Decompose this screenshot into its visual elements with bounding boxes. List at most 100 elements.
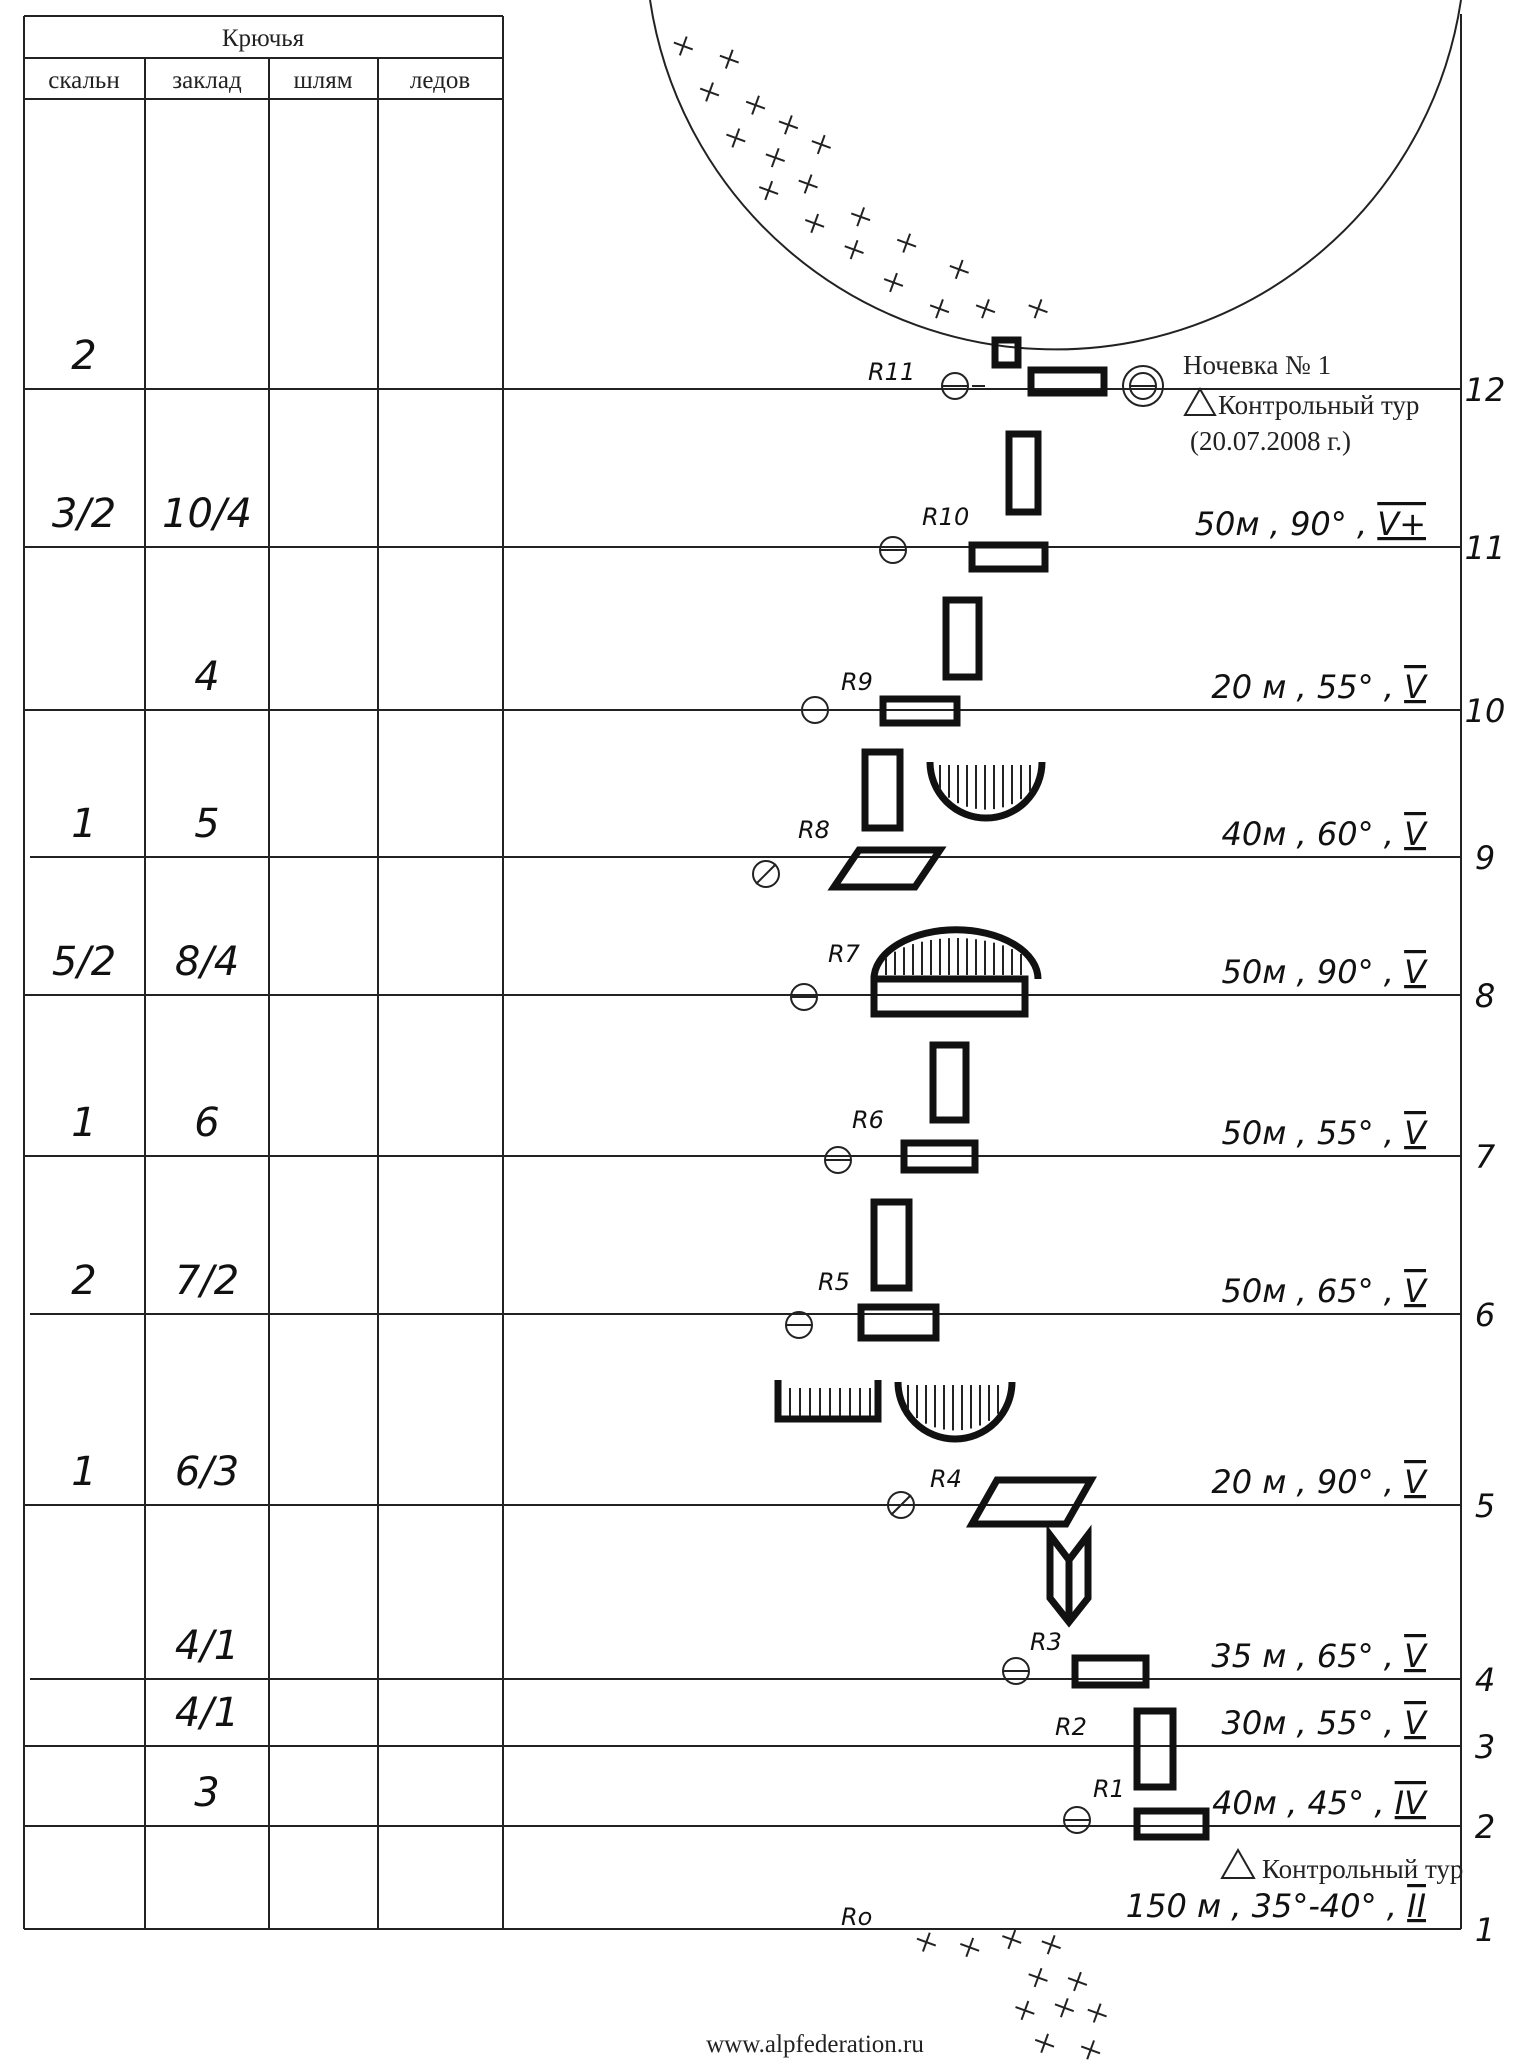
chock-count: 8/4	[175, 939, 239, 985]
chock-count: 10/4	[162, 491, 252, 537]
chock-count: 4/1	[175, 1690, 239, 1736]
rock-wall-symbol	[968, 541, 1049, 573]
chock-count: 4/1	[175, 1623, 239, 1669]
separator: ,	[1377, 1887, 1408, 1925]
slab-symbol	[965, 1476, 1098, 1528]
slashed-circle-icon	[752, 860, 780, 888]
belay-label: R4	[930, 1465, 962, 1493]
pitch-description: 20 м , 90° , V	[1211, 1463, 1428, 1501]
scree-cross-icon	[1041, 1934, 1061, 1955]
pitch-description: 50м , 65° , V	[1222, 1272, 1429, 1310]
separator: ,	[1286, 953, 1317, 991]
control-cairn-triangle-icon	[1183, 386, 1217, 416]
slab-symbol	[827, 846, 947, 891]
pitch-description: 30м , 55° , V	[1222, 1704, 1429, 1742]
scree-cross-icon	[719, 49, 740, 69]
rock-wall-symbol	[942, 596, 983, 681]
pitch-angle: 90°	[1317, 953, 1374, 991]
separator: ,	[1374, 668, 1405, 706]
separator: ,	[1286, 668, 1317, 706]
belay-circle-icon	[1002, 1657, 1030, 1685]
belay-circle-icon	[879, 536, 907, 564]
pitch-number: 9	[1475, 839, 1495, 877]
pitch-description: 35 м , 65° , V	[1211, 1637, 1428, 1675]
scree-cross-icon	[883, 272, 904, 293]
rock-piton-count: 2	[71, 1258, 96, 1304]
pitch-angle: 90°	[1317, 1463, 1374, 1501]
belay-label: R2	[1055, 1713, 1087, 1741]
pitch-distance: 50м	[1222, 1114, 1287, 1152]
pitch-angle: 65°	[1317, 1272, 1374, 1310]
pitch-number: 7	[1475, 1138, 1496, 1176]
pitch-distance: 30м	[1222, 1704, 1287, 1742]
pitch-grade: V	[1404, 953, 1428, 991]
pitch-grade: V	[1404, 668, 1428, 706]
separator: ,	[1286, 815, 1317, 853]
rock-piton-count: 2	[71, 333, 96, 379]
rock-piton-count: 1	[71, 801, 96, 847]
separator: ,	[1364, 1784, 1395, 1822]
rock-wall-symbol	[870, 975, 1029, 1018]
pitch-grade: V	[1404, 815, 1428, 853]
scree-cross-icon	[1067, 1971, 1088, 1992]
pitch-angle: 55°	[1317, 1704, 1374, 1742]
pitch-grade: V	[1404, 1637, 1428, 1675]
footer-url: www.alpfederation.ru	[706, 2031, 924, 2058]
scree-cross-icon	[1034, 2033, 1055, 2054]
pitch-distance: 20 м	[1211, 668, 1286, 706]
slash-line	[755, 863, 777, 885]
scree-cross-icon	[850, 207, 871, 227]
snow-slope-arc	[649, 0, 1462, 351]
pitch-number: 11	[1465, 529, 1506, 567]
scree-cross-icon	[975, 299, 996, 319]
separator: ,	[1286, 1637, 1317, 1675]
pitch-distance: 40м	[1212, 1784, 1277, 1822]
pitch-angle: 55°	[1317, 668, 1374, 706]
separator: ,	[1277, 1784, 1308, 1822]
scree-cross-icon	[949, 259, 969, 280]
pitch-number: 5	[1475, 1487, 1495, 1525]
chock-count: 6/3	[175, 1449, 239, 1495]
small-block-symbol	[991, 336, 1022, 369]
overhang-bowl-symbol	[926, 761, 1046, 822]
separator: ,	[1347, 505, 1378, 543]
comb-overhang-symbol	[774, 1380, 882, 1423]
scree-cross-icon	[765, 147, 785, 168]
separator: ,	[1374, 1704, 1405, 1742]
pitch-description: 50м , 90° , V+	[1195, 505, 1426, 543]
separator: ,	[1286, 1463, 1317, 1501]
belay-circle-icon	[824, 1146, 852, 1174]
belay-label: R6	[852, 1106, 884, 1134]
belay-label: R11	[868, 358, 915, 386]
pitch-description: 20 м , 55° , V	[1211, 668, 1428, 706]
scree-cross-icon	[699, 82, 720, 102]
scree-cross-icon	[1028, 1967, 1048, 1988]
column-header: шлям	[293, 67, 352, 94]
rock-wall-symbol	[929, 1041, 970, 1124]
pitch-number: 2	[1475, 1808, 1495, 1846]
scree-cross-icon	[758, 180, 779, 201]
belay-label: R8	[798, 816, 830, 844]
separator: ,	[1221, 1887, 1252, 1925]
pitch-description: 50м , 55° , V	[1222, 1114, 1429, 1152]
belay-circle-icon	[785, 1311, 813, 1339]
overhang-bowl-symbol	[894, 1381, 1016, 1443]
pitch-grade: V	[1404, 1463, 1428, 1501]
column-header: заклад	[172, 67, 242, 94]
rock-wall-symbol	[1071, 1654, 1150, 1689]
scree-cross-icon	[673, 36, 694, 56]
scree-cross-icon	[896, 233, 917, 253]
rock-wall-symbol	[900, 1139, 979, 1174]
pitch-distance: 40м	[1222, 815, 1287, 853]
pitch-number: 12	[1465, 371, 1506, 409]
scree-cross-icon	[916, 1932, 937, 1952]
separator: ,	[1374, 1272, 1405, 1310]
scree-cross-icon	[959, 1937, 980, 1958]
pitch-grade: II	[1407, 1887, 1426, 1925]
bivouac-label: Ночевка № 1	[1183, 350, 1331, 380]
belay-label: Ro	[841, 1903, 872, 1931]
pitch-number: 1	[1475, 1911, 1495, 1949]
